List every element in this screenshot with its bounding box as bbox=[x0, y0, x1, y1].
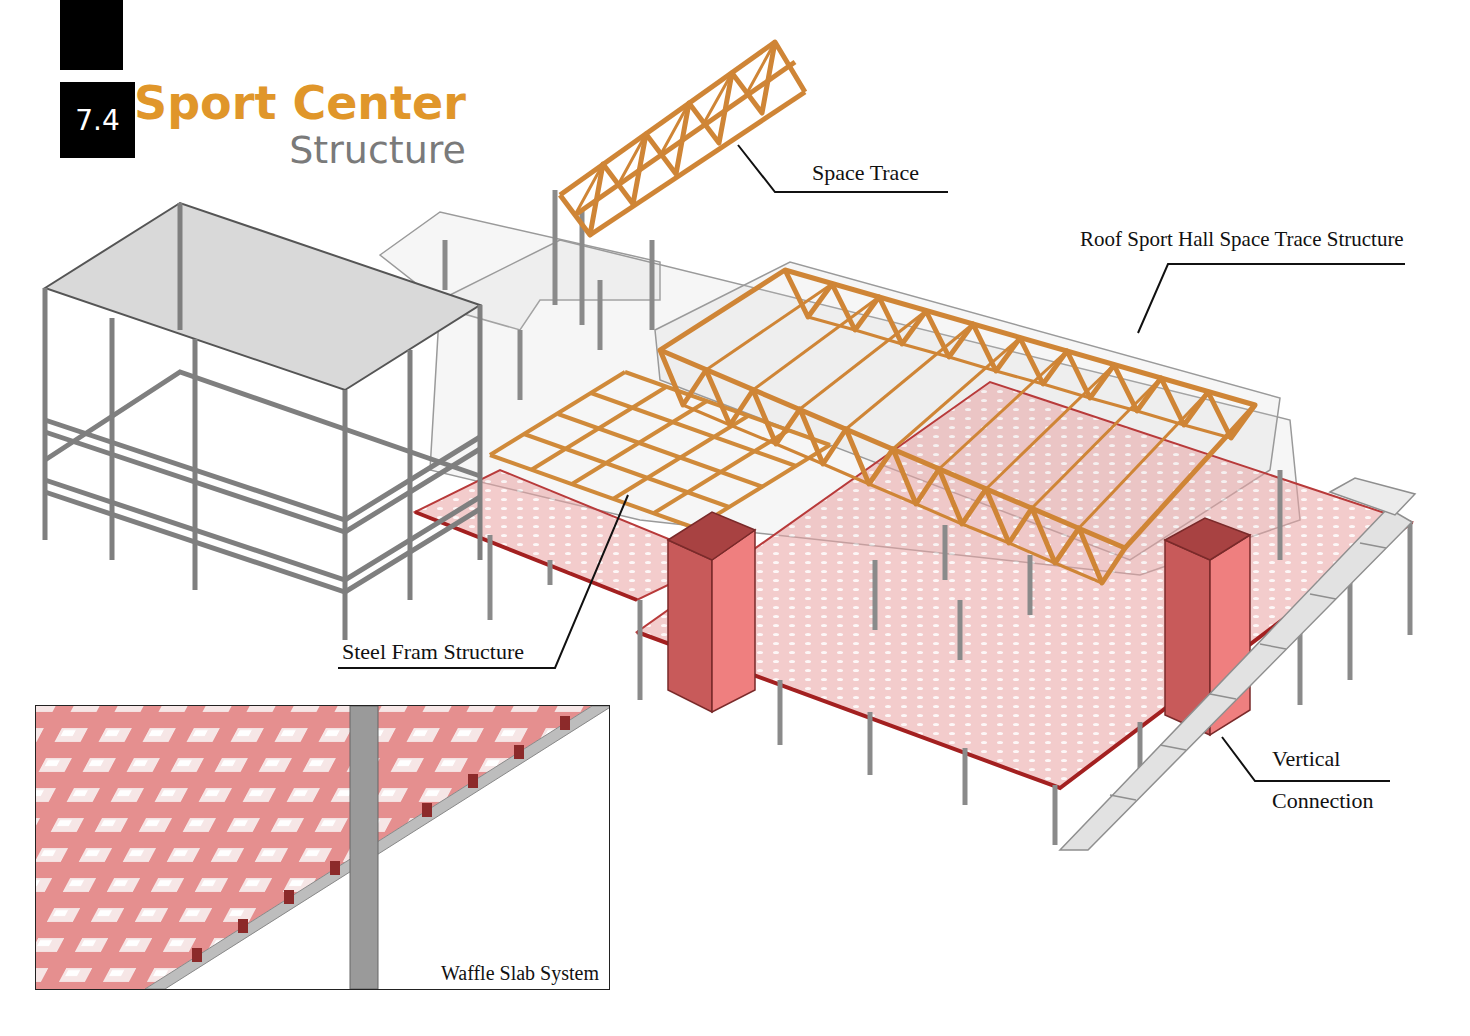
section-number-box: 7.4 bbox=[60, 82, 135, 158]
roof-space-truss bbox=[660, 350, 1125, 583]
columns bbox=[778, 680, 783, 745]
waffle-slab bbox=[637, 382, 1412, 788]
space-truss bbox=[560, 42, 775, 195]
leader-line bbox=[338, 145, 1405, 781]
roof-space-truss bbox=[1079, 392, 1208, 528]
leader-line bbox=[1138, 264, 1405, 333]
columns bbox=[488, 535, 493, 620]
stair bbox=[1210, 694, 1236, 699]
waffle-detail bbox=[560, 716, 570, 730]
steel-frame-building bbox=[45, 492, 480, 592]
waffle-detail bbox=[350, 706, 378, 989]
steel-frame-grid bbox=[490, 372, 625, 455]
callout-label: Roof Sport Hall Space Trace Structure bbox=[1080, 226, 1404, 252]
columns bbox=[1278, 470, 1283, 560]
roof-space-truss bbox=[986, 365, 1114, 489]
columns bbox=[1028, 555, 1033, 615]
waffle-detail bbox=[284, 890, 294, 904]
steel-frame-building bbox=[45, 372, 480, 476]
steel-frame-building bbox=[478, 305, 483, 560]
waffle-detail bbox=[238, 919, 248, 933]
waffle-detail bbox=[145, 706, 609, 989]
space-truss bbox=[560, 42, 805, 235]
core-shaft bbox=[712, 530, 755, 712]
columns bbox=[963, 748, 968, 805]
steel-frame-grid bbox=[591, 393, 796, 466]
callout-label: Space Trace bbox=[812, 159, 919, 187]
space-truss bbox=[553, 190, 558, 305]
waffle-detail bbox=[468, 774, 478, 788]
columns bbox=[650, 240, 655, 330]
steel-frame-building bbox=[45, 203, 480, 640]
stair bbox=[1060, 508, 1412, 850]
columns bbox=[943, 525, 948, 580]
roof-space-truss bbox=[660, 270, 1255, 548]
roof-space-truss bbox=[808, 317, 1231, 438]
core-shaft bbox=[668, 540, 712, 712]
waffle-detail bbox=[192, 716, 570, 962]
title: Sport Center bbox=[134, 76, 466, 130]
waffle-slab bbox=[415, 382, 1412, 788]
stair bbox=[1260, 644, 1286, 649]
callout-label: Steel Fram Structure bbox=[342, 638, 524, 666]
steel-frame-building bbox=[110, 318, 115, 560]
space-truss bbox=[575, 42, 775, 215]
roof-space-truss bbox=[939, 351, 1067, 469]
stair bbox=[1310, 594, 1336, 599]
stair bbox=[1110, 795, 1136, 800]
waffle-detail bbox=[330, 861, 340, 875]
columns bbox=[873, 560, 878, 630]
waffle-detail bbox=[192, 948, 202, 962]
steel-frame-building bbox=[45, 432, 480, 532]
steel-frame-building bbox=[43, 288, 48, 540]
subtitle: Structure bbox=[289, 126, 466, 174]
core-shaft bbox=[1165, 518, 1250, 560]
roof-space-truss bbox=[800, 311, 926, 409]
columns bbox=[958, 600, 963, 660]
core-shaft bbox=[668, 512, 755, 560]
columns bbox=[638, 600, 643, 700]
columns bbox=[1053, 785, 1058, 845]
waffle-detail bbox=[36, 706, 592, 989]
columns bbox=[1408, 522, 1413, 635]
leader-line bbox=[738, 145, 948, 192]
columns bbox=[443, 240, 448, 290]
roof-space-truss bbox=[753, 297, 879, 390]
roof-space-truss bbox=[846, 324, 973, 429]
inset-box: Waffle Slab System bbox=[35, 705, 610, 990]
inset-caption: Waffle Slab System bbox=[433, 960, 607, 987]
callout-label: Vertical Connection bbox=[1272, 738, 1392, 822]
waffle-slab bbox=[415, 512, 637, 600]
section-number: 7.4 bbox=[60, 104, 135, 137]
waffle-detail bbox=[422, 803, 432, 817]
columns bbox=[598, 280, 603, 350]
columns bbox=[548, 560, 553, 585]
steel-frame-building bbox=[178, 203, 183, 330]
stair bbox=[1160, 745, 1186, 750]
waffle-detail bbox=[36, 706, 609, 989]
waffle-detail bbox=[514, 745, 524, 759]
stair bbox=[1330, 478, 1415, 515]
stair bbox=[1360, 543, 1386, 548]
stair bbox=[1060, 478, 1415, 850]
roof-space-truss bbox=[706, 284, 832, 370]
steel-frame-building bbox=[408, 350, 413, 600]
waffle-detail bbox=[36, 706, 609, 989]
roof-space-truss bbox=[893, 338, 1020, 449]
leader-line bbox=[338, 495, 628, 668]
columns bbox=[868, 712, 873, 775]
core-shaft bbox=[668, 512, 1250, 735]
steel-frame-grid bbox=[490, 372, 830, 528]
roof-space-truss bbox=[1032, 378, 1161, 508]
columns bbox=[518, 330, 523, 400]
roof-space-truss bbox=[785, 270, 1255, 438]
steel-frame-grid bbox=[490, 455, 695, 528]
title-bar bbox=[60, 0, 123, 70]
